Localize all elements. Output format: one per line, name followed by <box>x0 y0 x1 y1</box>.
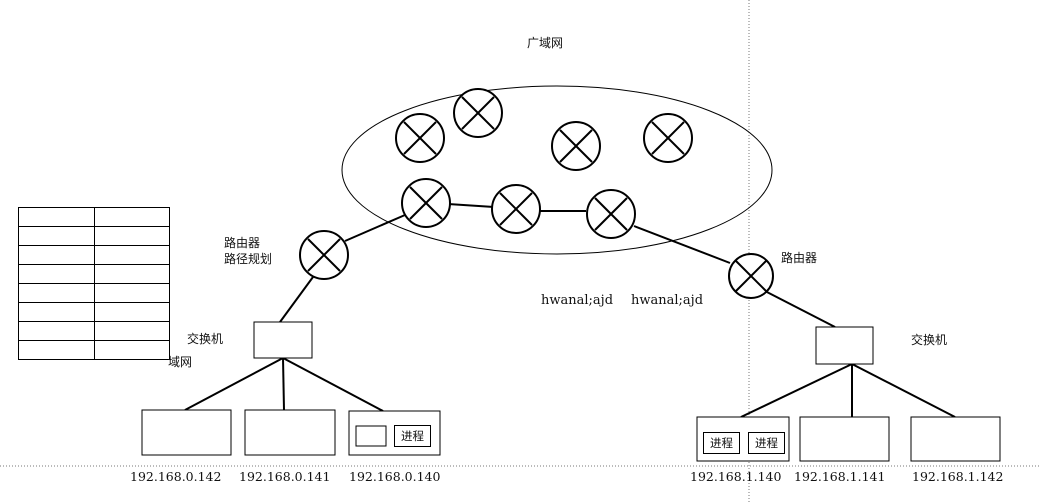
link-left-switch-host1 <box>184 357 284 411</box>
right-switch-label: 交换机 <box>911 333 948 347</box>
table-row <box>18 207 170 227</box>
link-right-router-to-wan <box>633 225 731 264</box>
router-icon <box>551 121 601 171</box>
process-empty-box <box>355 425 387 447</box>
router-icon <box>586 189 636 239</box>
right-switch-box <box>815 326 874 365</box>
link-left-router-to-switch <box>279 276 314 323</box>
note-left: hwanal;ajd <box>541 293 614 308</box>
ip-label-right-3: 192.168.1.142 <box>912 469 1004 484</box>
ip-label-right-1: 192.168.1.140 <box>690 469 782 484</box>
router-icon <box>395 113 445 163</box>
table-row <box>18 302 170 322</box>
host-box-right-3 <box>910 416 1001 462</box>
left-switch-label: 交换机 <box>187 332 224 346</box>
process-box-right-1: 进程 <box>703 432 740 454</box>
router-icon <box>643 113 693 163</box>
host-box-left-1 <box>141 409 232 456</box>
table-row <box>18 283 170 303</box>
ip-label-left-2: 192.168.0.141 <box>239 469 331 484</box>
table-row <box>18 340 170 360</box>
table-row <box>18 245 170 265</box>
link-left-switch-host2 <box>282 357 285 411</box>
process-box-left: 进程 <box>394 425 431 447</box>
link-left-router-to-wan <box>344 214 406 242</box>
host-box-left-2 <box>244 409 336 456</box>
right-router-icon <box>728 253 774 299</box>
left-switch-box <box>253 321 313 359</box>
link-wan-router1-router2 <box>447 203 495 208</box>
link-right-switch-host1 <box>740 363 853 418</box>
link-right-switch-host3 <box>851 363 956 418</box>
router-icon <box>453 88 503 138</box>
lan-partial-label: 域网 <box>168 355 193 369</box>
ip-label-left-3: 192.168.0.140 <box>349 469 441 484</box>
router-icon <box>491 184 541 234</box>
wan-ellipse <box>341 85 773 255</box>
table-row <box>18 226 170 246</box>
host-box-right-2 <box>799 416 890 462</box>
table-row <box>18 321 170 341</box>
router-icon <box>401 178 451 228</box>
right-router-label: 路由器 <box>781 251 818 265</box>
table-row <box>18 264 170 284</box>
note-right: hwanal;ajd <box>631 293 704 308</box>
ip-label-right-2: 192.168.1.141 <box>794 469 886 484</box>
left-router-icon <box>299 230 349 280</box>
process-box-right-2: 进程 <box>748 432 785 454</box>
left-router-path-label: 路径规划 <box>224 252 273 266</box>
wan-label: 广域网 <box>527 36 564 50</box>
routing-table <box>18 207 170 360</box>
link-right-router-to-switch <box>762 289 836 328</box>
ip-label-left-1: 192.168.0.142 <box>130 469 222 484</box>
left-router-label: 路由器 <box>224 236 261 250</box>
link-left-switch-host3 <box>282 357 384 412</box>
